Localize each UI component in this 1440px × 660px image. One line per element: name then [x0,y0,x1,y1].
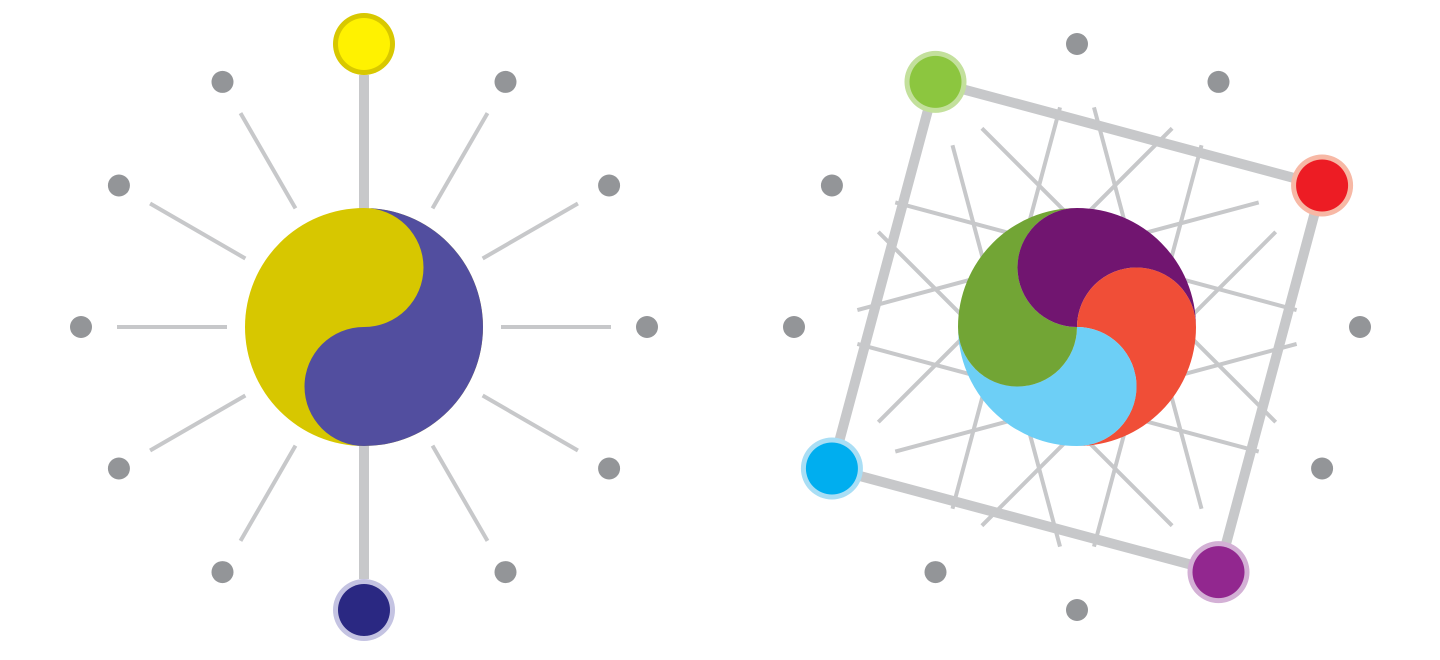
outer-node [636,316,658,338]
outer-node [211,561,234,584]
outer-node [1207,70,1230,93]
highlight-edge [1213,184,1327,574]
outer-node [107,457,130,480]
swirl-lobe [1077,267,1196,327]
spoke-edge [481,393,579,453]
outer-node [924,561,947,584]
highlight-node [338,584,390,636]
swirl-lobe [1017,208,1077,328]
spoke-edge [430,444,490,542]
spoke-edge [149,201,247,261]
swirl-wedge-green [958,208,1077,328]
spoke-edge [238,112,298,210]
spoke-edge [481,201,579,261]
spoke-edge [238,444,298,542]
spoke-edge [430,112,490,210]
highlight-node [1192,546,1245,599]
outer-node [1311,457,1334,480]
outer-node [598,174,621,197]
outer-node [783,316,805,338]
highlight-node [805,442,858,495]
outer-node [494,70,517,93]
four-color-diagram [783,33,1371,621]
swirl-lobe [958,327,1077,387]
outer-node [820,174,843,197]
swirl-wedge-indigo [304,208,483,446]
outer-node [1349,316,1371,338]
outer-node [1066,599,1088,621]
highlight-node [338,18,390,70]
outer-node [70,316,92,338]
swirl-lobe [1077,327,1137,446]
outer-node [107,174,130,197]
outer-node [598,457,621,480]
highlight-node [909,55,962,108]
outer-node [211,70,234,93]
two-color-diagram [70,13,658,641]
outer-node [494,561,517,584]
swirl-wedge-purple [1077,208,1196,327]
outer-node [1066,33,1088,55]
highlight-node [1296,159,1349,212]
swirl-wedge-sky [958,327,1077,446]
highlight-edge [827,80,941,470]
spoke-edge [149,393,247,453]
highlight-edge [934,77,1324,191]
highlight-edge [830,463,1220,577]
